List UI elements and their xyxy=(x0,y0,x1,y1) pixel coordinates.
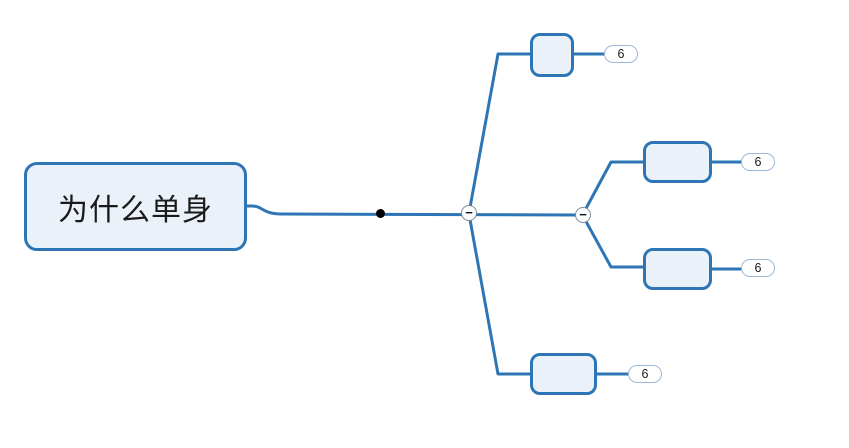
minus-icon: − xyxy=(465,205,473,220)
branch-line-top xyxy=(467,52,533,215)
branch-line-right-bottom xyxy=(581,214,646,269)
root-topic-label: 为什么单身 xyxy=(58,193,213,227)
count-badge-right-bottom[interactable]: 6 xyxy=(741,259,775,277)
count-badge-value: 6 xyxy=(754,261,762,275)
count-badge-value: 6 xyxy=(641,367,649,381)
collapse-button-right[interactable]: − xyxy=(575,207,591,223)
count-badge-value: 6 xyxy=(754,155,762,169)
branch-line-bottom xyxy=(467,212,533,376)
branch-line-root-main xyxy=(244,204,578,217)
count-badge-bottom[interactable]: 6 xyxy=(628,365,662,383)
collapse-button-main[interactable]: − xyxy=(461,205,477,221)
count-badge-value: 6 xyxy=(617,47,625,61)
count-badge-top[interactable]: 6 xyxy=(604,45,638,63)
branch-dot xyxy=(376,209,385,218)
count-badge-right-top[interactable]: 6 xyxy=(741,153,775,171)
topic-node-right-bottom[interactable] xyxy=(643,248,712,290)
minus-icon: − xyxy=(579,207,587,222)
branch-line-right-top xyxy=(581,160,646,216)
root-topic-node[interactable]: 为什么单身 xyxy=(24,162,247,251)
topic-node-right-top[interactable] xyxy=(643,141,712,183)
topic-node-bottom[interactable] xyxy=(530,353,597,395)
topic-node-top[interactable] xyxy=(530,33,574,77)
